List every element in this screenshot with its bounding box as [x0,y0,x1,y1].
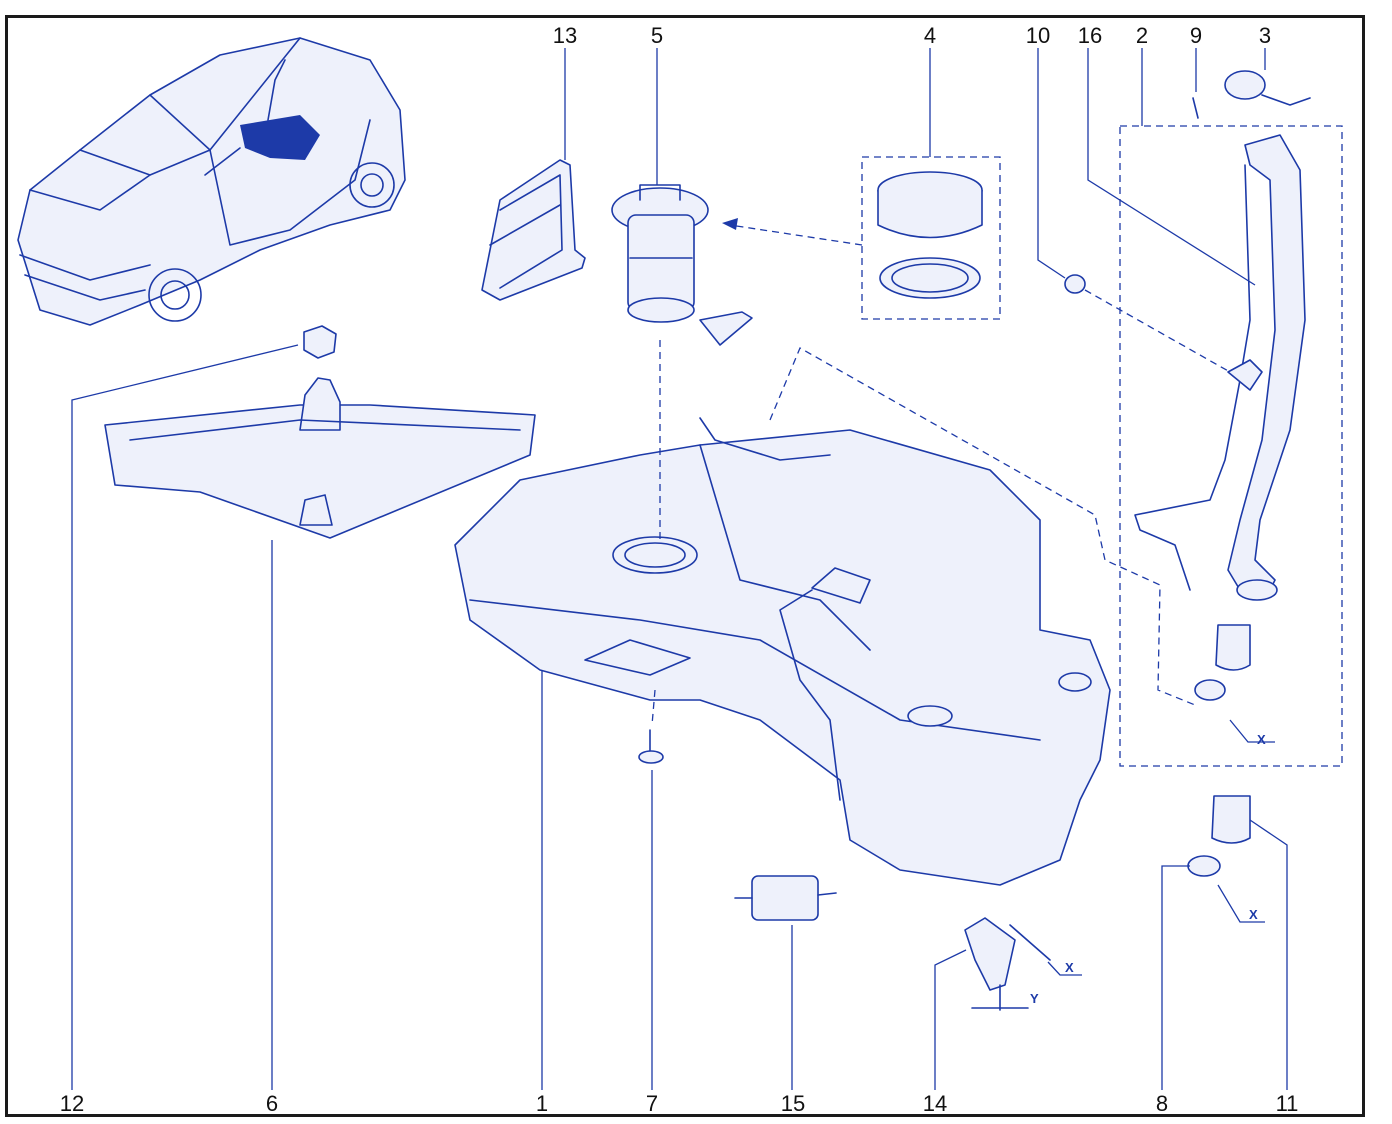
assembly-dashed-line [769,347,1196,706]
callout-12: 12 [59,1091,85,1116]
part-2-group-box [1119,125,1343,767]
part-15-fuel-filter [734,875,837,921]
callout-5: 5 [650,23,664,48]
part-9-screw [1192,97,1199,119]
part-7-leader-dashed [651,689,656,726]
callout-9: 9 [1189,23,1203,48]
callout-4: 4 [923,23,937,48]
callout-14: 14 [922,1091,948,1116]
part-10-clip [1064,274,1086,294]
part-4-locking-ring-and-seal [861,156,1001,320]
callout-7: 7 [645,1091,659,1116]
arrowhead [722,218,738,230]
part-12-nut [303,325,337,359]
callout-3: 3 [1258,23,1272,48]
part-11-sleeve [1211,795,1251,844]
dimension-x-upper: X [1257,732,1266,747]
dimension-x-clip: X [1065,960,1074,975]
callout-13: 13 [552,23,578,48]
callout-8: 8 [1155,1091,1169,1116]
car-illustration [17,37,406,326]
callout-11: 11 [1275,1091,1299,1116]
callout-1: 1 [535,1091,549,1116]
part-8-ring [1187,855,1221,877]
dimension-y-clip: Y [1030,991,1039,1006]
callout-2: 2 [1135,23,1149,48]
dimension-x-lower: X [1249,907,1258,922]
diagram-frame [5,15,1365,1117]
upper-sleeve [1194,624,1251,701]
part-5-fuel-pump [611,184,753,346]
part-1-fuel-tank [454,417,1111,886]
part-7-screw [638,729,664,764]
callout-10: 10 [1025,23,1051,48]
callout-16: 16 [1077,23,1103,48]
callout-15: 15 [780,1091,806,1116]
part-14-clip [964,917,1051,1011]
part-3-fuel-cap [1224,70,1311,106]
part-16-filler-pipe [1134,134,1306,601]
callout-6: 6 [265,1091,279,1116]
part-4-leader-dashed [729,224,863,246]
part-10-leader-dashed [1084,289,1231,373]
part-6-heat-shield [104,377,536,539]
part-13-bracket [481,159,586,301]
leader-lines [71,48,1288,1090]
